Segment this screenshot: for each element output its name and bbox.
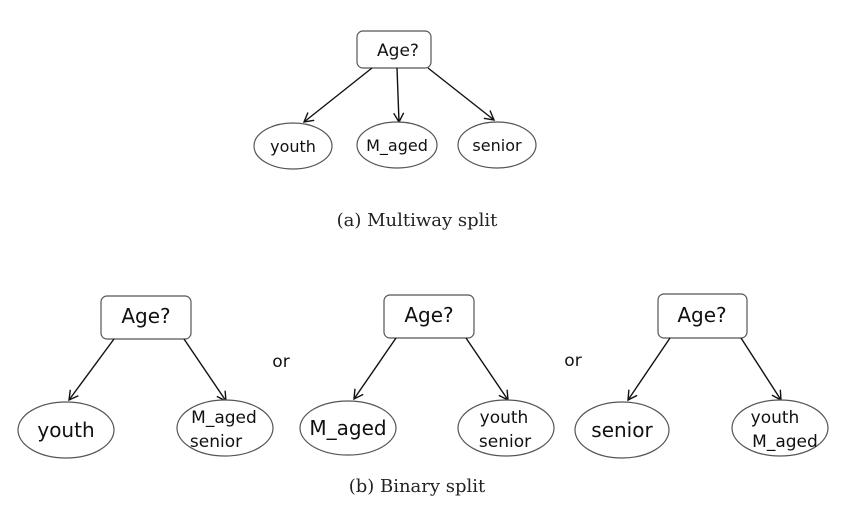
- binary-tree-1-leaf-right-label-1: M_aged: [191, 408, 257, 428]
- multiway-leaf-maged: [356, 121, 438, 169]
- binary-tree-3-leaf-right: [731, 399, 829, 457]
- multiway-edge-youth: [302, 67, 373, 123]
- binary-tree-3-leaf-left-label: senior: [591, 418, 653, 442]
- multiway-caption: (a) Multiway split: [337, 210, 499, 231]
- multiway-leaf-youth-label: youth: [270, 137, 316, 156]
- binary-tree-3-leaf-left: [574, 401, 670, 459]
- binary-tree-1-root-label: Age?: [121, 304, 170, 328]
- binary-tree-2-edge-left: [353, 337, 397, 401]
- multiway-tree: Age? youth M_aged senior (a) Multiway sp…: [253, 30, 537, 231]
- binary-tree-2-leaf-right: [457, 399, 555, 457]
- multiway-root-label: Age?: [377, 41, 419, 61]
- binary-tree-1-edge-left: [68, 338, 115, 402]
- binary-tree-2-leaf-left-label: M_aged: [309, 416, 386, 440]
- binary-tree-1-leaf-right: [176, 399, 274, 457]
- binary-tree-1-root-node: [100, 295, 192, 340]
- binary-tree-3-root-label: Age?: [677, 303, 726, 327]
- binary-caption: (b) Binary split: [349, 476, 486, 497]
- separator-or-1: or: [272, 352, 289, 372]
- separator-or-2: or: [564, 351, 581, 371]
- binary-tree-1-leaf-right-label-2: senior: [190, 432, 242, 452]
- binary-tree-3-root-node: [657, 293, 748, 339]
- binary-tree-1-leaf-left: [17, 401, 115, 459]
- multiway-leaf-senior-label: senior: [472, 136, 522, 155]
- binary-tree-1: Age? youth M_aged senior: [17, 295, 274, 459]
- binary-tree-3-leaf-right-label-2: M_aged: [752, 432, 818, 452]
- multiway-leaf-maged-label: M_aged: [366, 136, 428, 156]
- binary-tree-2-edge-right: [465, 337, 509, 402]
- binary-tree-2-root-label: Age?: [404, 303, 453, 327]
- binary-tree-2-leaf-right-label-1: youth: [480, 408, 529, 428]
- binary-tree-3-edge-right: [740, 337, 782, 402]
- binary-tree-1-edge-right: [183, 338, 227, 403]
- multiway-edge-maged: [393, 67, 405, 124]
- binary-tree-1-leaf-left-label: youth: [37, 418, 94, 442]
- binary-tree-2-root-node: [383, 294, 475, 339]
- multiway-root-node: [356, 30, 432, 69]
- binary-tree-2-leaf-left: [299, 400, 397, 456]
- multiway-edge-senior: [427, 67, 496, 121]
- binary-tree-3: Age? senior youth M_aged: [574, 293, 829, 459]
- multiway-leaf-youth: [253, 122, 333, 170]
- multiway-leaf-senior: [457, 121, 537, 169]
- binary-tree-2-leaf-right-label-2: senior: [479, 432, 531, 452]
- binary-tree-3-edge-left: [627, 337, 671, 402]
- binary-tree-3-leaf-right-label-1: youth: [751, 408, 800, 428]
- binary-tree-2: Age? M_aged youth senior: [299, 294, 555, 457]
